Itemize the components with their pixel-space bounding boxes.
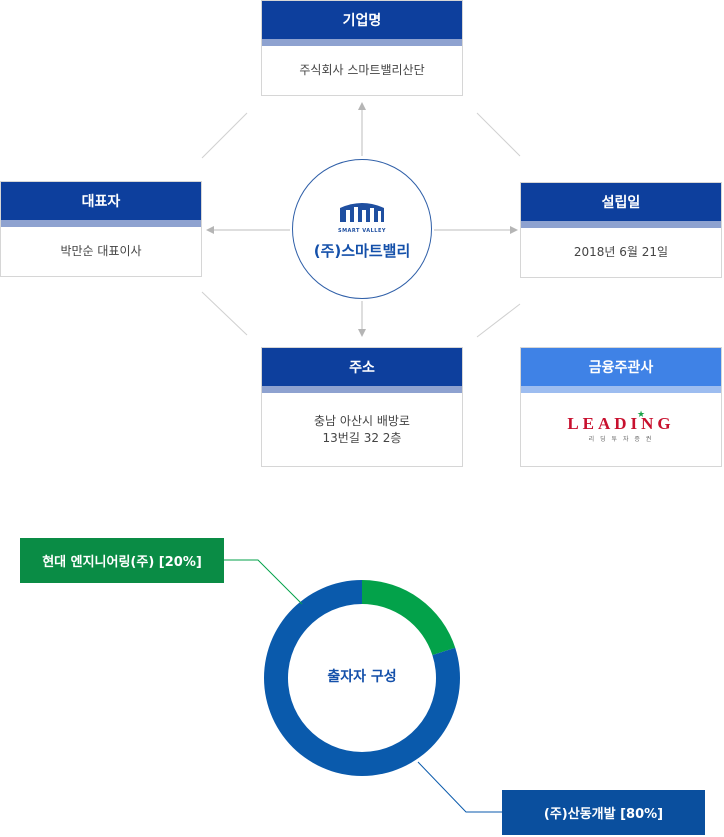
star-icon: ★	[637, 410, 646, 420]
address-line-1: 충남 아산시 배방로	[314, 413, 410, 428]
established-card: 설립일 2018년 6월 21일	[520, 182, 722, 278]
finance-card: 금융주관사 LEADING 리 딩 투 자 증 권 ★	[520, 347, 722, 467]
smart-valley-logo-icon	[340, 202, 384, 222]
leader-line-sandong	[417, 761, 502, 813]
address-card: 주소 충남 아산시 배방로 13번길 32 2층	[261, 347, 463, 467]
representative-value: 박만순 대표이사	[60, 244, 142, 258]
diag-top-left	[201, 112, 248, 159]
card-strip	[262, 39, 462, 46]
diag-top-right	[476, 112, 521, 157]
company-name-value: 주식회사 스마트밸리산단	[299, 63, 425, 77]
diag-bottom-right	[476, 303, 521, 338]
center-company-name: (주)스마트밸리	[313, 241, 411, 260]
connector-lines	[201, 102, 521, 338]
leader-line-hyundai	[224, 559, 303, 605]
legend-sandong: (주)산동개발 [80%]	[502, 790, 705, 835]
finance-label: 금융주관사	[521, 348, 721, 386]
leading-logo-text: LEADING	[567, 414, 675, 433]
address-label: 주소	[262, 348, 462, 386]
representative-label: 대표자	[1, 182, 201, 220]
card-strip	[1, 220, 201, 227]
address-line-2: 13번길 32 2층	[322, 430, 402, 445]
company-name-card: 기업명 주식회사 스마트밸리산단	[261, 0, 463, 96]
diag-bottom-left	[201, 291, 248, 336]
representative-card: 대표자 박만순 대표이사	[0, 181, 202, 277]
address-value: 충남 아산시 배방로 13번길 32 2층	[262, 393, 462, 466]
card-strip	[521, 221, 721, 228]
established-label: 설립일	[521, 183, 721, 221]
smart-valley-logo-text: SMART VALLEY	[337, 227, 387, 234]
leading-logo-sub: 리 딩 투 자 증 권	[588, 436, 654, 443]
donut-title: 출자자 구성	[327, 669, 397, 685]
center-company-circle: SMART VALLEY (주)스마트밸리	[292, 159, 432, 299]
donut-segment-0	[362, 580, 456, 656]
company-name-label: 기업명	[262, 1, 462, 39]
legend-hyundai: 현대 엔지니어링(주) [20%]	[20, 538, 224, 583]
established-value: 2018년 6월 21일	[573, 245, 669, 259]
card-strip	[521, 386, 721, 393]
card-strip	[262, 386, 462, 393]
finance-logo: LEADING 리 딩 투 자 증 권	[521, 393, 721, 466]
